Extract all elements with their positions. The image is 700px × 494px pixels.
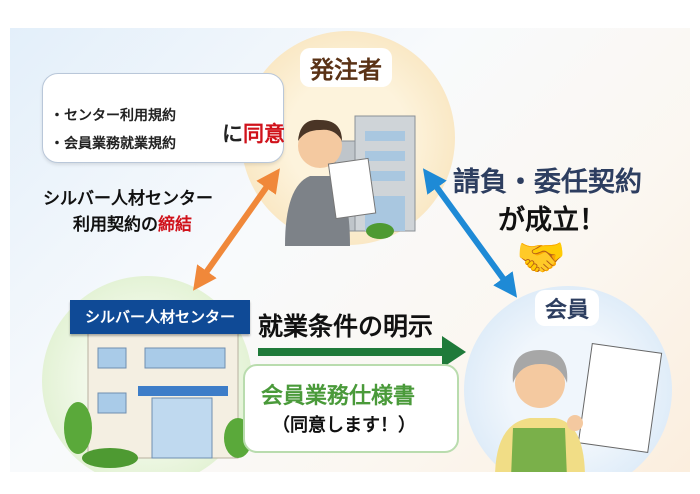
- agreement-item: ・センター利用規約: [50, 108, 176, 124]
- speech-bubble: [243, 364, 459, 453]
- center-building-illustration: [64, 328, 252, 468]
- agreement-box: [42, 73, 284, 163]
- agreement-item: ・会員業務就業規約: [50, 136, 176, 152]
- handshake-icon: 🤝: [516, 235, 566, 281]
- right-label-line1: 請負・委任契約: [453, 167, 642, 198]
- left-label-line1: シルバー人材センター: [43, 189, 213, 209]
- speech-line1: 会員業務仕様書: [261, 384, 416, 409]
- left-label-line2: 利用契約の締結: [73, 210, 192, 235]
- arrows-layer: [193, 168, 518, 368]
- orange-double-arrow: [193, 168, 280, 291]
- agree-label: に同意: [222, 118, 285, 148]
- middle-arrow-label: 就業条件の明示: [258, 312, 434, 341]
- member-title: 会員: [535, 290, 600, 326]
- member-illustration: [495, 343, 663, 472]
- agree-plain: に: [222, 122, 243, 146]
- diagram-panel: ・センター利用規約 ・会員業務就業規約 に同意 発注者 シルバー人材センター 利…: [10, 28, 690, 472]
- businessman-illustration: [285, 115, 416, 246]
- left-label-red: 締結: [158, 215, 192, 235]
- blue-double-arrow: [422, 168, 518, 298]
- right-label-line2: が成立！: [498, 205, 606, 236]
- center-sign: シルバー人材センター: [70, 300, 250, 334]
- left-label-plain: 利用契約の: [73, 215, 158, 235]
- speech-line2: （同意します！）: [272, 415, 416, 436]
- client-title: 発注者: [300, 48, 392, 87]
- agree-red: 同意: [243, 122, 285, 146]
